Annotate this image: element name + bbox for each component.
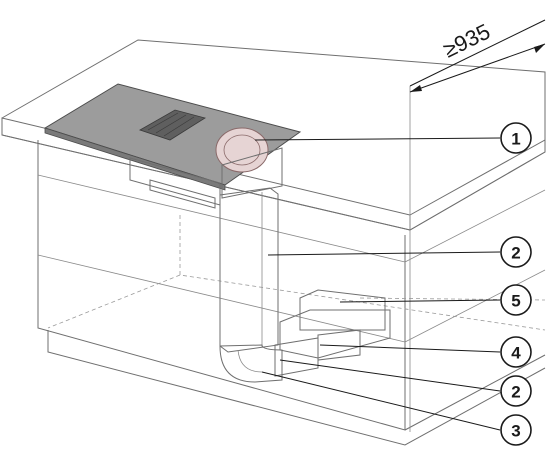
- callout-2-bottom-label: 2: [511, 383, 520, 402]
- callout-1: 1: [500, 122, 532, 154]
- callout-2-top: 2: [500, 236, 532, 268]
- callout-2-bottom: 2: [500, 375, 532, 407]
- leader-lines: [254, 137, 501, 431]
- callout-3: 3: [500, 414, 532, 446]
- callout-5-label: 5: [511, 292, 520, 311]
- callout-3-label: 3: [511, 422, 520, 441]
- callout-1-label: 1: [511, 130, 520, 149]
- duct-outlet: [274, 289, 391, 377]
- width-dimension: ≥935: [409, 19, 546, 93]
- callout-5: 5: [500, 284, 532, 316]
- callout-2-top-label: 2: [511, 244, 520, 263]
- callout-4-label: 4: [511, 344, 521, 363]
- dimension-label: ≥935: [439, 19, 494, 63]
- callout-4: 4: [500, 336, 532, 368]
- duct-elbow: [219, 344, 283, 383]
- kitchen-cabinet: [1, 39, 546, 446]
- vertical-duct: [219, 187, 279, 353]
